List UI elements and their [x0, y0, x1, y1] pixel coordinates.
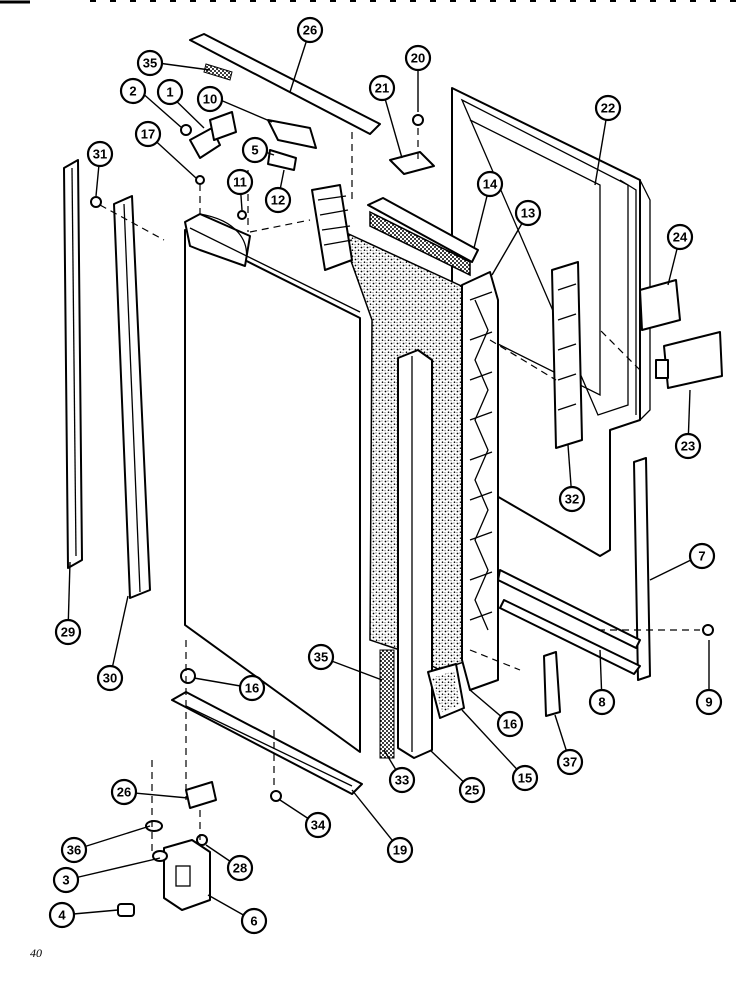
- callout-label: 1: [166, 85, 173, 100]
- scan-edge-marks: [0, 0, 740, 4]
- bottom-rail: [171, 691, 363, 795]
- callout-30: 30: [96, 664, 124, 692]
- callout-25: 25: [458, 776, 486, 804]
- top-breaker-strip: [367, 197, 479, 277]
- top-cap-strip: [189, 33, 381, 135]
- callout-7: 7: [688, 542, 716, 570]
- right-breaker: [551, 261, 583, 449]
- callout-label: 12: [271, 193, 285, 208]
- callout-4: 4: [48, 901, 76, 929]
- callout-label: 35: [314, 650, 328, 665]
- callout-8: 8: [588, 688, 616, 716]
- callout-11: 11: [226, 168, 254, 196]
- callout-20: 20: [404, 44, 432, 72]
- side-breaker-strip: [461, 271, 499, 691]
- page-number: 40: [30, 946, 42, 960]
- callout-label: 21: [375, 81, 389, 96]
- callout-label: 4: [58, 908, 66, 923]
- callout-label: 10: [203, 92, 217, 107]
- callout-label: 22: [601, 101, 615, 116]
- upper-left-breaker: [311, 184, 353, 271]
- callout-35: 35: [307, 643, 335, 671]
- callout-12: 12: [264, 186, 292, 214]
- small-insert: [543, 651, 561, 717]
- callout-22: 22: [594, 94, 622, 122]
- callout-21: 21: [368, 74, 396, 102]
- callout-label: 32: [565, 492, 579, 507]
- callout-13: 13: [514, 199, 542, 227]
- callout-23: 23: [674, 432, 702, 460]
- callout-35: 35: [136, 49, 164, 77]
- callout-16: 16: [496, 710, 524, 738]
- callout-14: 14: [476, 170, 504, 198]
- top-hinge-hardware: [180, 111, 317, 220]
- callout-28: 28: [226, 854, 254, 882]
- callout-10: 10: [196, 85, 224, 113]
- callout-label: 31: [93, 147, 107, 162]
- callout-32: 32: [558, 485, 586, 513]
- callout-label: 37: [563, 755, 577, 770]
- assembly-lines: [99, 128, 700, 852]
- callout-label: 8: [598, 695, 605, 710]
- callout-label: 19: [393, 843, 407, 858]
- callout-36: 36: [60, 836, 88, 864]
- callout-15: 15: [511, 764, 539, 792]
- callout-label: 16: [245, 681, 259, 696]
- callout-31: 31: [86, 140, 114, 168]
- callout-label: 13: [521, 206, 535, 221]
- callout-label: 2: [129, 84, 136, 99]
- right-trims: [497, 457, 714, 681]
- callout-label: 20: [411, 51, 425, 66]
- callout-label: 25: [465, 783, 479, 798]
- callout-label: 34: [311, 818, 326, 833]
- callout-26: 26: [296, 16, 324, 44]
- callout-33: 33: [388, 766, 416, 794]
- center-bracket: [389, 114, 435, 175]
- callout-label: 23: [681, 439, 695, 454]
- left-door-trims: [63, 159, 151, 599]
- callout-5: 5: [241, 136, 269, 164]
- callout-3: 3: [52, 866, 80, 894]
- inner-breaker-strip: [397, 349, 433, 759]
- callout-2: 2: [119, 77, 147, 105]
- callout-label: 30: [103, 671, 117, 686]
- callout-label: 24: [673, 230, 688, 245]
- callout-29: 29: [54, 618, 82, 646]
- bottom-breaker-block: [427, 663, 465, 719]
- callout-label: 11: [233, 175, 247, 190]
- callout-label: 14: [483, 177, 498, 192]
- callout-6: 6: [240, 907, 268, 935]
- callout-34: 34: [304, 811, 332, 839]
- callout-37: 37: [556, 748, 584, 776]
- callout-label: 35: [143, 56, 157, 71]
- magnet-strip: [379, 649, 395, 759]
- callout-label: 33: [395, 773, 409, 788]
- callout-label: 5: [251, 143, 258, 158]
- callout-26: 26: [110, 778, 138, 806]
- callout-label: 26: [303, 23, 317, 38]
- outer-door-panel: [184, 213, 361, 753]
- callout-17: 17: [134, 120, 162, 148]
- callout-16: 16: [238, 674, 266, 702]
- callout-label: 36: [67, 843, 81, 858]
- callout-label: 28: [233, 861, 247, 876]
- callout-label: 3: [62, 873, 69, 888]
- callout-label: 15: [518, 771, 532, 786]
- callout-24: 24: [666, 223, 694, 251]
- callout-label: 29: [61, 625, 75, 640]
- callout-label: 9: [705, 695, 712, 710]
- callout-9: 9: [695, 688, 723, 716]
- callout-label: 17: [141, 127, 155, 142]
- callout-label: 7: [698, 549, 705, 564]
- callout-label: 26: [117, 785, 131, 800]
- callout-label: 16: [503, 717, 517, 732]
- callout-1: 1: [156, 78, 184, 106]
- callout-19: 19: [386, 836, 414, 864]
- callout-label: 6: [250, 914, 257, 929]
- door-handle: [639, 279, 723, 389]
